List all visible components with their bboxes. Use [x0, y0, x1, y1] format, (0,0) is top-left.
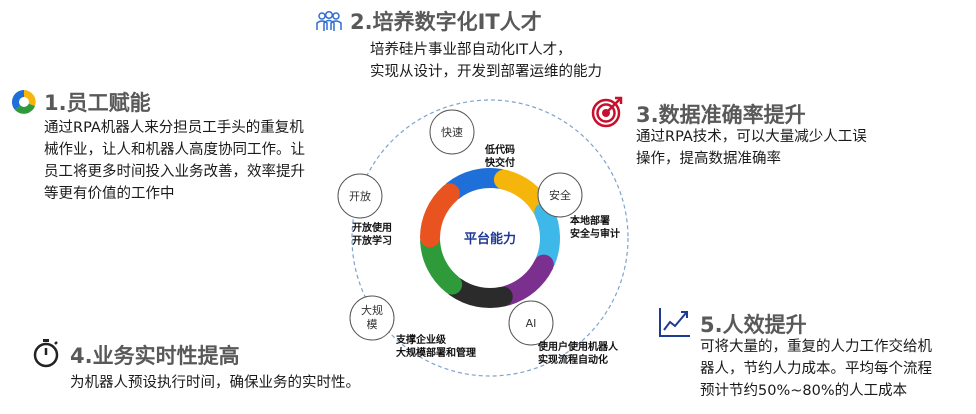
benefit-3-title: 3.数据准确率提升	[636, 103, 806, 127]
platform-capability-diagram: 平台能力 快速 低代码 快交付 安全 本地部署 安全与审计 AI 使用户使用机器…	[330, 95, 650, 380]
node-feature: 本地部署	[570, 214, 610, 227]
desc-line: 器人，节约人力成本。平均每个流程	[700, 361, 932, 377]
desc-line: 预计节约50%~80%的人工成本	[700, 383, 908, 399]
node-feature: 使用户使用机器人	[537, 340, 619, 353]
node-label: 快速	[441, 126, 463, 139]
benefit-5-description: 可将大量的，重复的人力工作交给机 器人，节约人力成本。平均每个流程 预计节约50…	[700, 336, 970, 402]
desc-line: 等更有价值的工作中	[44, 186, 175, 202]
benefit-2-title: 2.培养数字化IT人才	[350, 10, 542, 34]
node-feature: 大规模部署和管理	[396, 346, 476, 359]
node-open: 开放 开放使用 开放学习	[337, 173, 392, 247]
center-label: 平台能力	[464, 231, 516, 247]
node-large-scale: 大规 模 支撑企业级 大规模部署和管理	[349, 295, 476, 359]
node-label: 模	[367, 318, 378, 331]
node-label: 开放	[349, 189, 371, 203]
desc-line: 通过RPA技术，可以大量减少人工误	[636, 129, 867, 145]
node-label: 安全	[549, 188, 571, 202]
desc-line: 可将大量的，重复的人力工作交给机	[700, 339, 932, 355]
node-feature: 开放使用	[352, 221, 392, 234]
people-icon	[315, 10, 343, 34]
node-security: 安全 本地部署 安全与审计	[537, 172, 620, 240]
node-label: AI	[526, 317, 537, 330]
node-fast: 快速 低代码 快交付	[429, 109, 515, 169]
desc-line: 培养硅片事业部自动化IT人才，	[370, 42, 572, 58]
node-label: 大规	[361, 303, 383, 317]
ring-segment	[445, 277, 513, 308]
desc-line: 员工将更多时间投入业务改善，效率提升	[44, 164, 305, 180]
node-feature: 快交付	[484, 156, 515, 169]
benefit-3-description: 通过RPA技术，可以大量减少人工误 操作，提高数据准确率	[636, 126, 936, 170]
benefit-4-description: 为机器人预设执行时间，确保业务的实时性。	[70, 372, 430, 394]
benefit-2-description: 培养硅片事业部自动化IT人才， 实现从设计，开发到部署运维的能力	[370, 39, 670, 83]
target-icon	[591, 96, 623, 128]
node-feature: 实现流程自动化	[538, 353, 608, 366]
node-feature: 开放学习	[352, 234, 392, 247]
pie-chart-icon	[10, 88, 38, 116]
benefit-1-title: 1.员工赋能	[44, 91, 151, 115]
line-chart-icon	[658, 306, 692, 338]
benefit-5-title: 5.人效提升	[700, 313, 807, 337]
ring-segment	[534, 202, 560, 271]
node-feature: 低代码	[484, 143, 515, 156]
node-ai: AI 使用户使用机器人 实现流程自动化	[508, 300, 619, 366]
desc-line: 操作，提高数据准确率	[636, 151, 781, 167]
desc-line: 为机器人预设执行时间，确保业务的实时性。	[70, 375, 360, 391]
stopwatch-icon	[32, 338, 60, 368]
ring-segment	[443, 168, 510, 201]
ring-segment	[420, 183, 460, 248]
desc-line: 实现从设计，开发到部署运维的能力	[370, 64, 602, 80]
benefit-1-description: 通过RPA机器人来分担员工手头的重复机 械作业，让人和机器人高度协同工作。让 员…	[44, 117, 344, 205]
desc-line: 械作业，让人和机器人高度协同工作。让	[44, 142, 305, 158]
desc-line: 通过RPA机器人来分担员工手头的重复机	[44, 120, 304, 136]
node-feature: 安全与审计	[570, 227, 620, 240]
benefit-4-title: 4.业务实时性提高	[70, 344, 240, 368]
node-feature: 支撑企业级	[395, 333, 447, 346]
outer-dashed-ring	[351, 99, 629, 377]
